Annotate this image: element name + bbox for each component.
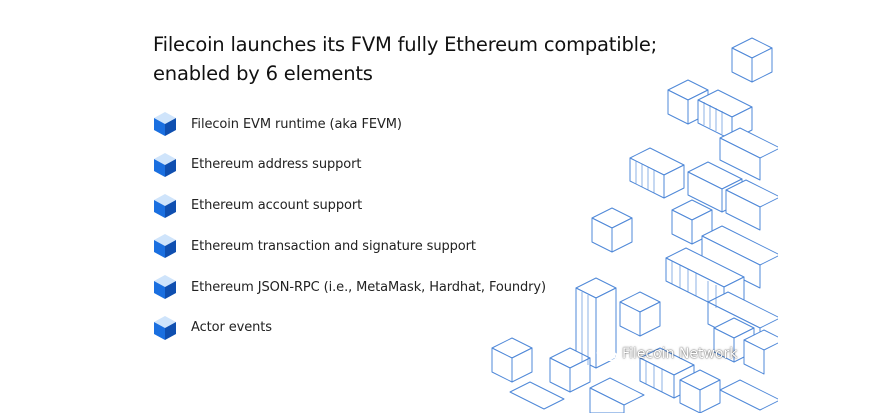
slide-title: Filecoin launches its FVM fully Ethereum… <box>153 30 713 88</box>
list-item-label: Actor events <box>191 320 272 336</box>
cube-icon <box>154 152 176 177</box>
cube-icon <box>154 275 176 300</box>
list-item: Ethereum address support <box>153 151 546 179</box>
list-item: Filecoin EVM runtime (aka FEVM) <box>153 110 546 138</box>
list-item-label: Ethereum address support <box>191 157 362 173</box>
list-item: Ethereum transaction and signature suppo… <box>153 232 546 260</box>
cube-icon <box>154 315 176 340</box>
cube-icon <box>154 112 176 136</box>
watermark-text: Filecoin Network <box>622 346 738 362</box>
list-item-label: Ethereum transaction and signature suppo… <box>191 238 476 254</box>
cube-icon <box>154 234 176 259</box>
cube-icon <box>154 193 176 218</box>
list-item-label: Filecoin EVM runtime (aka FEVM) <box>191 116 402 132</box>
list-item-label: Ethereum account support <box>191 198 363 214</box>
slide: Filecoin launches its FVM fully Ethereum… <box>126 0 778 413</box>
title-line-2: enabled by 6 elements <box>153 62 373 85</box>
isometric-cubes-pattern <box>491 37 778 413</box>
wechat-icon <box>596 346 618 362</box>
list-item: Ethereum JSON-RPC (i.e., MetaMask, Hardh… <box>153 273 546 301</box>
list-item: Actor events <box>153 314 546 342</box>
feature-list: Filecoin EVM runtime (aka FEVM) Ethereum… <box>153 110 546 355</box>
title-line-1: Filecoin launches its FVM fully Ethereum… <box>153 33 658 56</box>
list-item: Ethereum account support <box>153 192 546 220</box>
list-item-label: Ethereum JSON-RPC (i.e., MetaMask, Hardh… <box>191 279 546 295</box>
watermark: Filecoin Network <box>596 346 737 362</box>
